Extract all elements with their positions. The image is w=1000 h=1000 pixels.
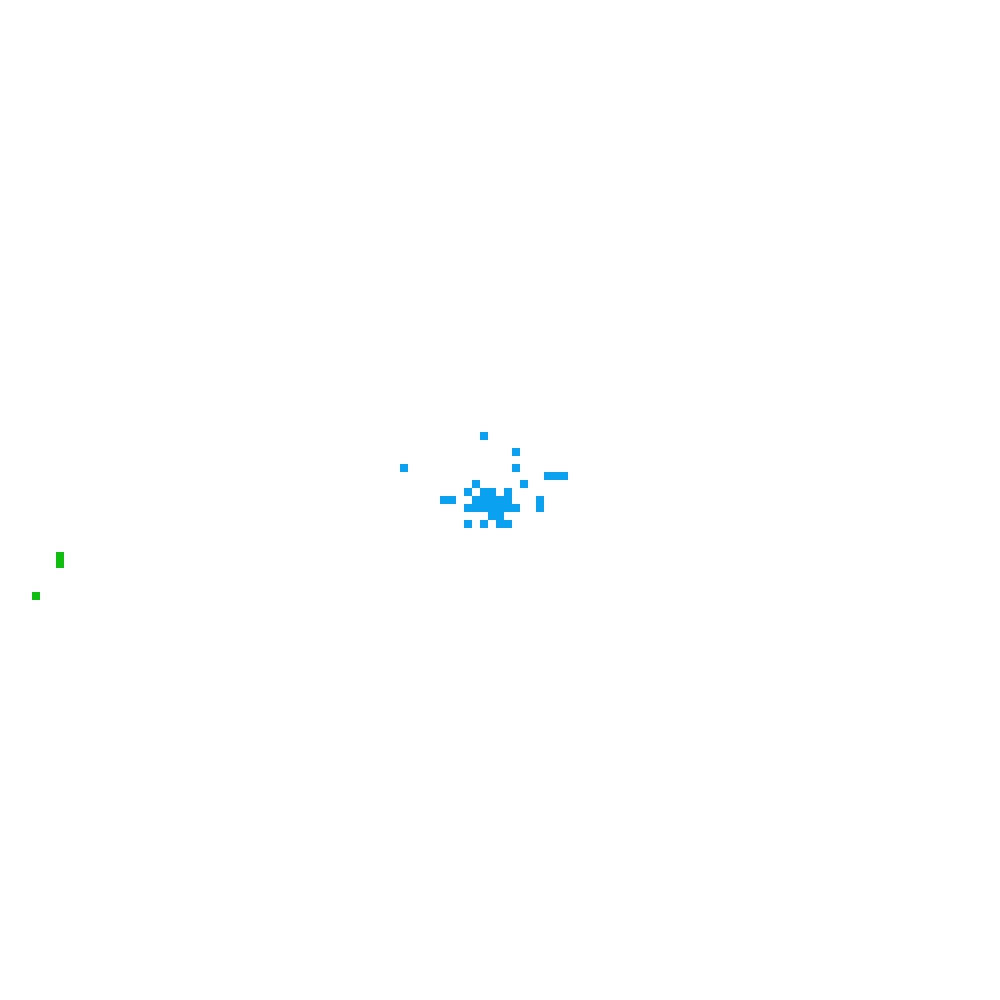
- blue-colony-cell[interactable]: [448, 496, 456, 504]
- blue-colony-cell[interactable]: [496, 512, 504, 520]
- green-colony: [32, 552, 64, 600]
- blue-colony-cell[interactable]: [464, 488, 472, 496]
- blue-colony-cell[interactable]: [480, 432, 488, 440]
- blue-colony-cell[interactable]: [560, 472, 568, 480]
- blue-colony: [400, 432, 568, 528]
- blue-colony-cell[interactable]: [464, 504, 472, 512]
- blue-colony-cell[interactable]: [552, 472, 560, 480]
- blue-colony-cell[interactable]: [504, 496, 512, 504]
- blue-colony-cell[interactable]: [464, 520, 472, 528]
- blue-colony-cell[interactable]: [504, 520, 512, 528]
- blue-colony-cell[interactable]: [440, 496, 448, 504]
- blue-colony-cell[interactable]: [496, 496, 504, 504]
- blue-colony-cell[interactable]: [504, 504, 512, 512]
- blue-colony-cell[interactable]: [512, 504, 520, 512]
- blue-colony-cell[interactable]: [472, 504, 480, 512]
- green-colony-cell[interactable]: [56, 552, 64, 560]
- blue-colony-cell[interactable]: [488, 496, 496, 504]
- blue-colony-cell[interactable]: [400, 464, 408, 472]
- blue-colony-cell[interactable]: [480, 488, 488, 496]
- blue-colony-cell[interactable]: [480, 520, 488, 528]
- blue-colony-cell[interactable]: [536, 496, 544, 504]
- blue-colony-cell[interactable]: [544, 472, 552, 480]
- blue-colony-cell[interactable]: [536, 504, 544, 512]
- blue-colony-cell[interactable]: [488, 512, 496, 520]
- blue-colony-cell[interactable]: [504, 488, 512, 496]
- blue-colony-cell[interactable]: [496, 520, 504, 528]
- blue-colony-cell[interactable]: [488, 488, 496, 496]
- blue-colony-cell[interactable]: [472, 496, 480, 504]
- blue-colony-cell[interactable]: [488, 504, 496, 512]
- blue-colony-cell[interactable]: [512, 464, 520, 472]
- blue-colony-cell[interactable]: [480, 504, 488, 512]
- blue-colony-cell[interactable]: [512, 448, 520, 456]
- blue-colony-cell[interactable]: [480, 496, 488, 504]
- green-colony-cell[interactable]: [32, 592, 40, 600]
- blue-colony-cell[interactable]: [472, 480, 480, 488]
- blue-colony-cell[interactable]: [520, 480, 528, 488]
- green-colony-cell[interactable]: [56, 560, 64, 568]
- blue-colony-cell[interactable]: [496, 504, 504, 512]
